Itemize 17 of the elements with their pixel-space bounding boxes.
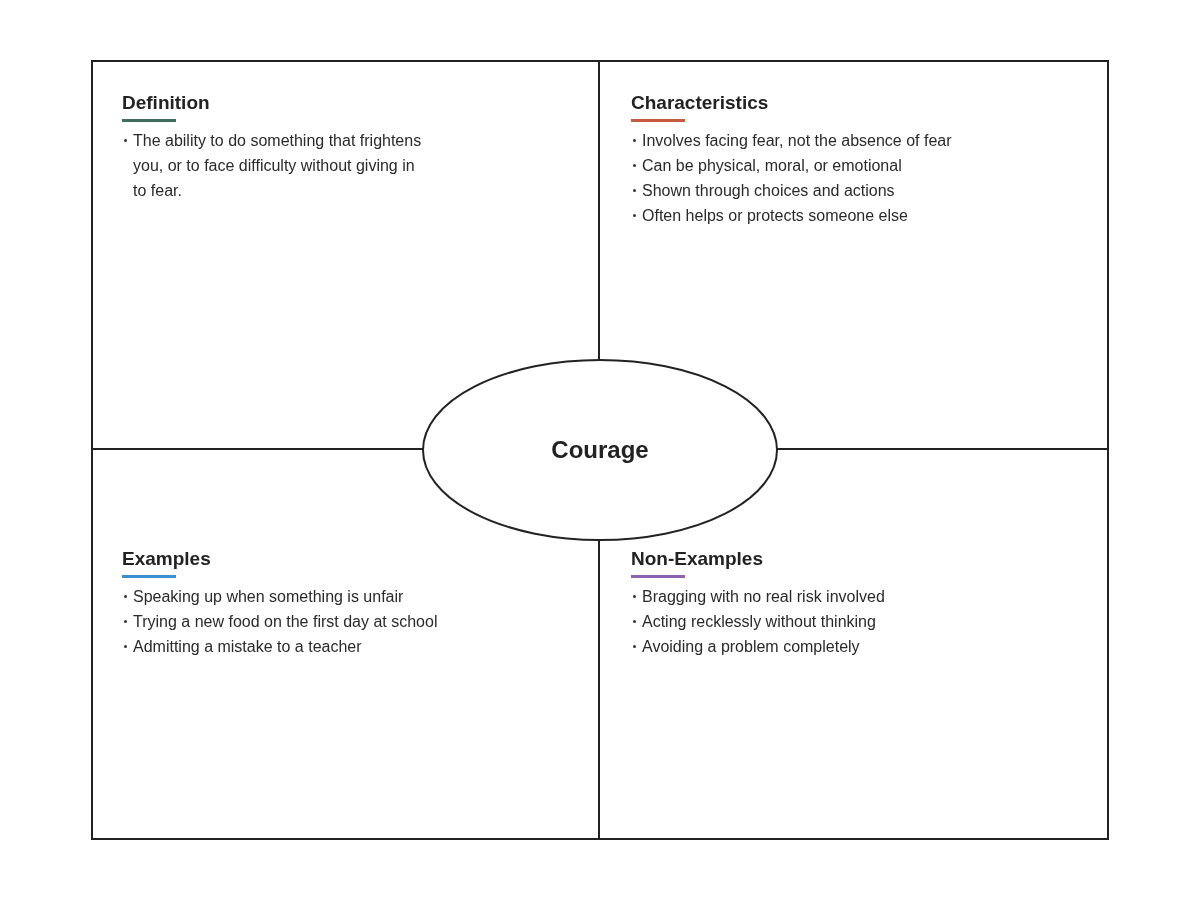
quadrant-heading: Non-Examples <box>631 547 763 571</box>
bullet-text: Trying a new food on the first day at school <box>133 612 439 632</box>
bullet-text: Involves facing fear, not the absence of fear <box>642 131 953 151</box>
bullet-text: Can be physical, moral, or emotional <box>642 156 903 176</box>
concept-label: Courage <box>551 435 649 465</box>
bullet-text: Speaking up when something is unfair <box>133 587 405 607</box>
bullet-text: Often helps or protects someone else <box>642 206 909 226</box>
quadrant-heading: Examples <box>122 547 211 571</box>
bullet-text: The ability to do something that frightens you, or to face difficulty without giving in to fear. <box>133 131 423 201</box>
bullet-text: Shown through choices and actions <box>642 181 896 201</box>
concept-ellipse <box>422 359 778 541</box>
bullet-text: Acting recklessly without thinking <box>642 612 877 632</box>
quadrant-heading: Definition <box>122 91 210 115</box>
quadrant-heading: Characteristics <box>631 91 769 115</box>
bullet-text: Avoiding a problem completely <box>642 637 861 657</box>
bullet-text: Bragging with no real risk involved <box>642 587 886 607</box>
bullet-text: Admitting a mistake to a teacher <box>133 637 363 657</box>
